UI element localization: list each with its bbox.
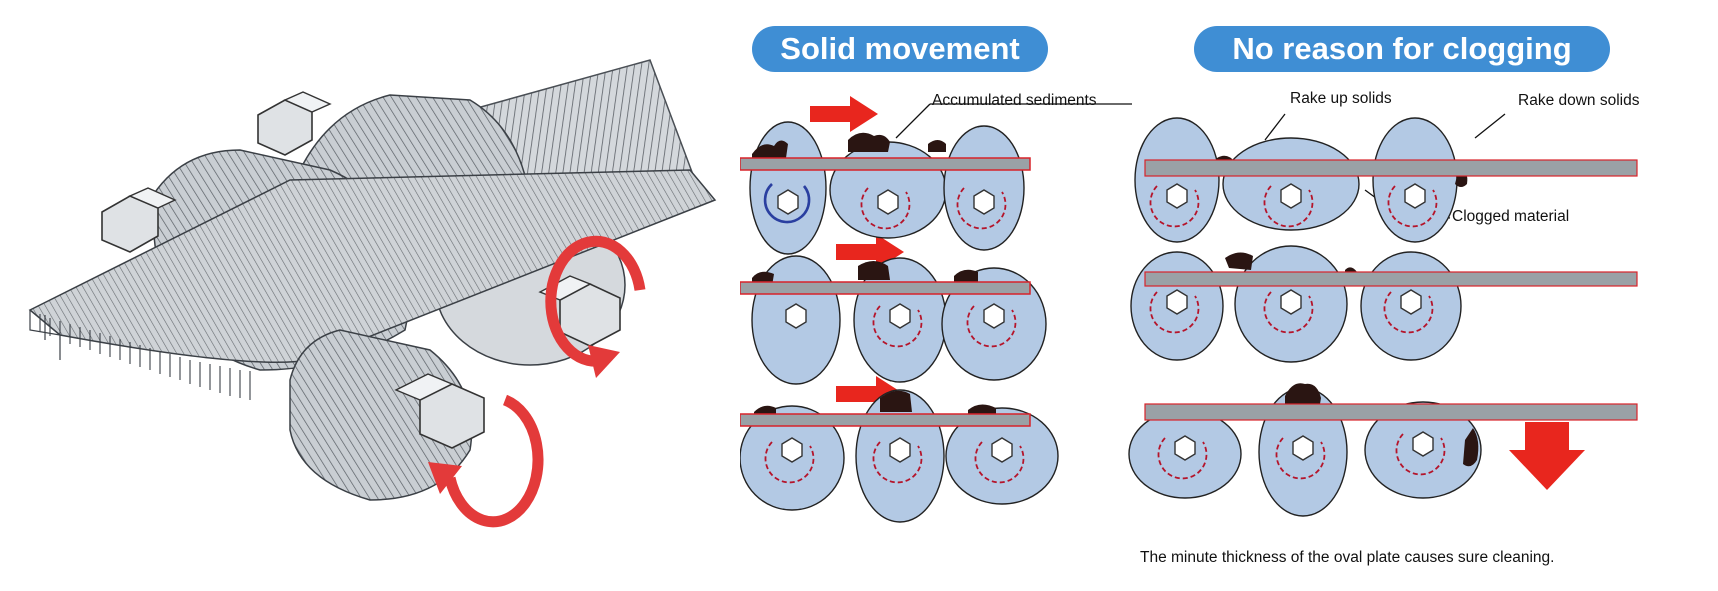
caption: The minute thickness of the oval plate c… [1140,549,1555,566]
label-accumulated-sediments: Accumulated sediments [932,92,1097,109]
screen-bar [740,281,1031,295]
label-rake-down-solids: Rake down solids [1518,92,1640,109]
screen-bar [1144,271,1638,287]
machine-illustration [28,59,717,528]
rotation-arrow-icon [872,305,1017,348]
screen-bar [1144,403,1638,421]
screen-bar [740,157,1031,171]
screen-bar [740,413,1031,427]
rotation-arrow-icon [428,394,544,528]
hex-shaft-icon [1174,431,1434,461]
no-clogging-panel [1128,113,1638,517]
label-rake-up-solids: Rake up solids [1290,90,1392,107]
oval-row-1 [1134,117,1458,243]
rotation-arrow-icon [1149,291,1434,334]
screen-bar [1144,159,1638,177]
hex-shaft-icon [777,189,995,215]
rotation-arrow-icon [545,235,646,378]
flow-arrow-icon [810,96,878,132]
lower-cylinder [289,329,473,501]
sediment [752,132,946,158]
heading-solid-movement: Solid movement [752,26,1048,72]
hex-shaft-icon [101,187,177,253]
rotation-arrow-icon [763,183,1007,230]
comb-teeth [29,310,61,360]
label-clogged-material: Clogged material [1452,208,1570,225]
rotation-arrow-icon [764,441,1025,484]
hex-shaft-icon [1166,289,1422,315]
hex-shaft-icon [257,91,332,156]
sediment [1285,383,1479,467]
solid-movement-panel [740,96,1132,523]
heading-no-clogging: No reason for clogging [1194,26,1610,72]
rotation-arrow-icon [1157,433,1446,480]
hex-shaft-icon [1166,183,1426,209]
hex-shaft-icon [785,303,1005,329]
rotation-arrow-icon [1149,185,1438,228]
hex-shaft-icon [781,437,1013,463]
hex-shaft-icon [394,373,485,449]
comb-teeth-row [39,314,251,400]
flow-arrow-icon [836,234,904,270]
down-arrow-icon [1509,422,1585,490]
front-comb [28,169,717,363]
